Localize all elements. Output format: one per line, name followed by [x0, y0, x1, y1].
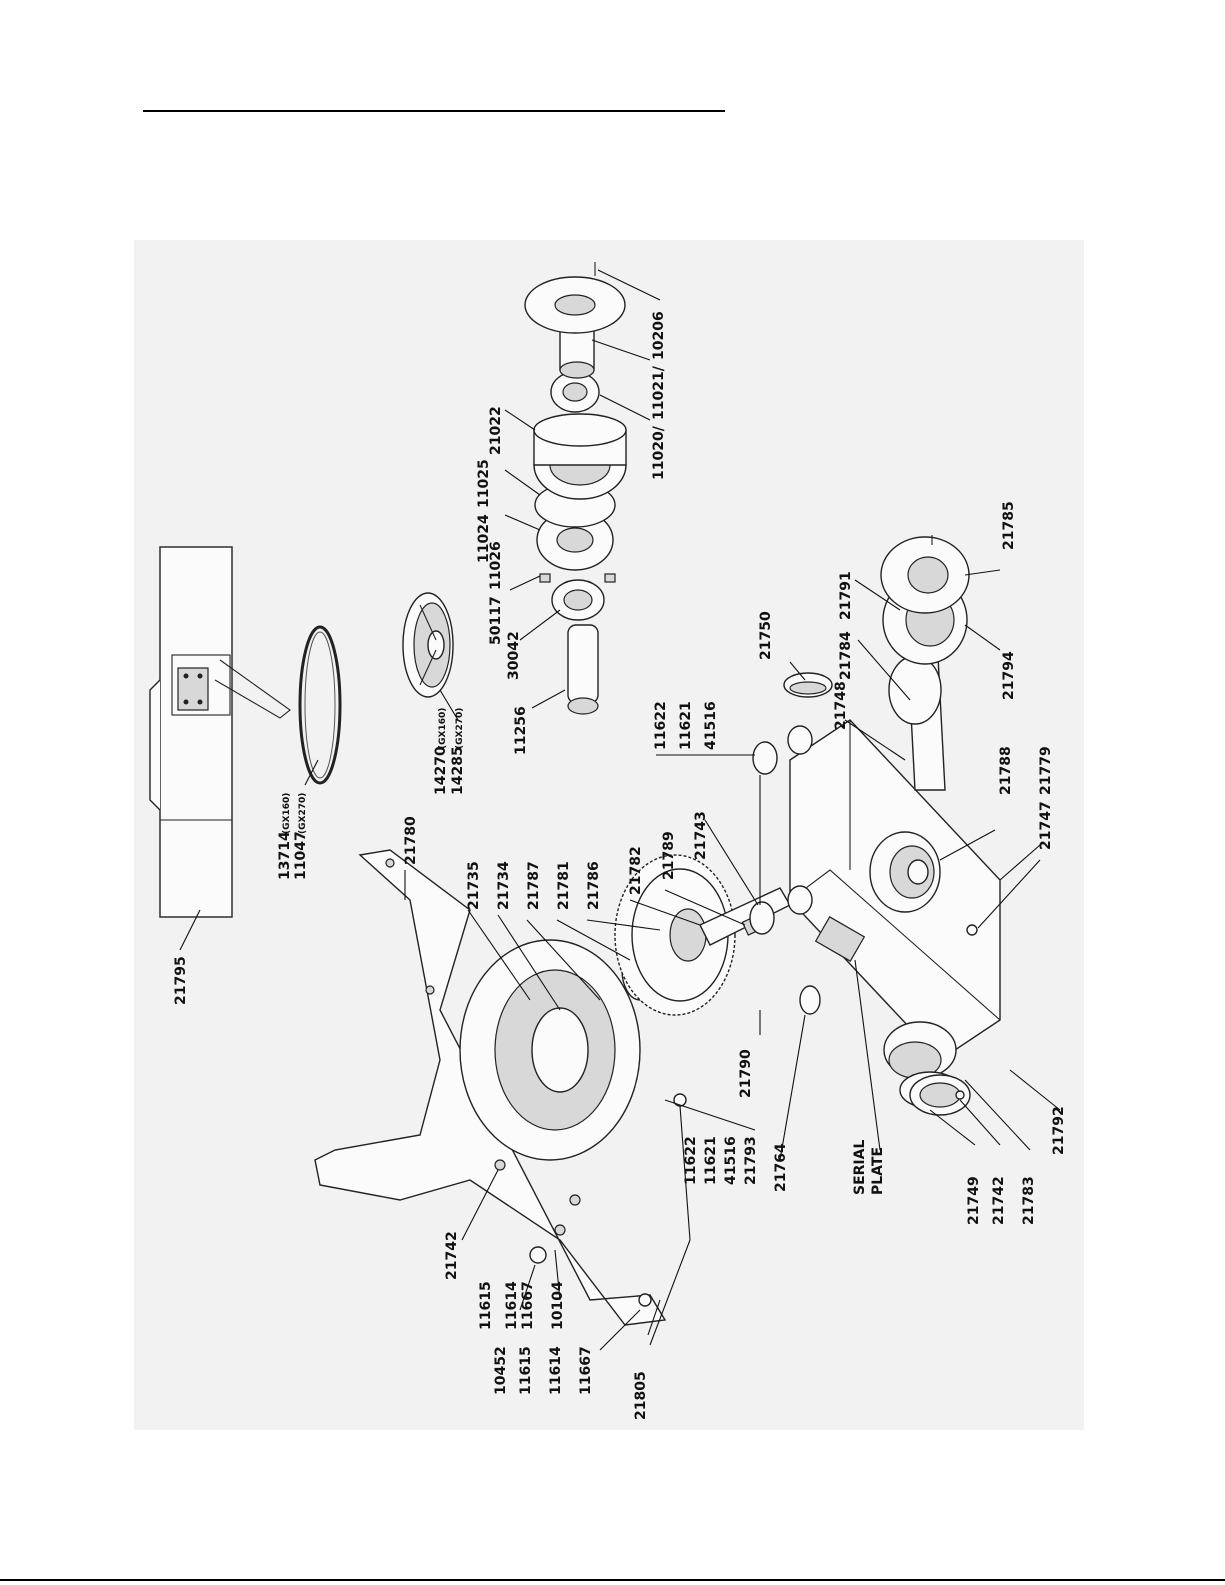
- label-11614-b: 11614: [548, 1346, 564, 1395]
- label-11622-lower: 11622: [683, 1136, 699, 1185]
- gearbox-housing: [789, 719, 1001, 1109]
- label-11615-a: 11615: [478, 1281, 494, 1330]
- mount-plate-21780: [314, 849, 667, 1326]
- header-rule: [143, 110, 725, 112]
- svg-text:13714: 13714: [277, 831, 293, 880]
- part-labels: 21795 13714 (GX160) 11047 (GX270) 14270 …: [173, 311, 1067, 1420]
- label-serial: SERIAL: [852, 1140, 868, 1195]
- label-21794: 21794: [1001, 651, 1017, 700]
- label-21743: 21743: [693, 811, 709, 860]
- label-21783: 21783: [1021, 1176, 1037, 1225]
- label-11256: 11256: [513, 706, 529, 755]
- label-21748: 21748: [833, 681, 849, 730]
- label-21791: 21791: [838, 571, 854, 620]
- label-11021: 11021/: [651, 365, 667, 420]
- label-21022: 21022: [488, 406, 504, 455]
- label-21787: 21787: [526, 861, 542, 910]
- svg-text:(GX160): (GX160): [282, 793, 292, 834]
- label-21785: 21785: [1001, 501, 1017, 550]
- label-21747: 21747: [1038, 801, 1054, 850]
- label-11047: 11047 (GX270): [293, 793, 309, 880]
- label-11615-b: 11615: [518, 1346, 534, 1395]
- label-11025: 11025: [476, 459, 492, 508]
- label-21790: 21790: [738, 1049, 754, 1098]
- fittings: [529, 725, 978, 1307]
- label-21786: 21786: [586, 861, 602, 910]
- label-10206: 10206: [651, 311, 667, 360]
- label-11622-upper: 11622: [653, 701, 669, 750]
- label-21792: 21792: [1051, 1106, 1067, 1155]
- label-21742-right: 21742: [991, 1176, 1007, 1225]
- belt-cover-21795: [149, 546, 291, 918]
- label-21734: 21734: [496, 861, 512, 910]
- label-11614-a: 11614: [504, 1281, 520, 1330]
- label-13714: 13714 (GX160): [277, 793, 293, 880]
- label-21779: 21779: [1038, 746, 1054, 795]
- label-21735: 21735: [466, 861, 482, 910]
- footer-rule: [0, 1579, 1225, 1581]
- label-21805: 21805: [633, 1371, 649, 1420]
- leader-lines: [179, 269, 1061, 1351]
- label-plate: PLATE: [870, 1147, 886, 1195]
- gear-assembly: [459, 854, 791, 1161]
- label-21784: 21784: [838, 631, 854, 680]
- label-21788: 21788: [998, 746, 1014, 795]
- label-21780: 21780: [403, 816, 419, 865]
- label-21793: 21793: [743, 1136, 759, 1185]
- clutch-stack: [524, 262, 627, 715]
- label-21789: 21789: [661, 831, 677, 880]
- label-21795: 21795: [173, 956, 189, 1005]
- label-11621-lower: 11621: [703, 1136, 719, 1185]
- label-21742-left: 21742: [444, 1231, 460, 1280]
- label-10452: 10452: [493, 1346, 509, 1395]
- label-41516-upper: 41516: [703, 701, 719, 750]
- label-21782: 21782: [628, 846, 644, 895]
- svg-text:14285: 14285: [450, 746, 466, 795]
- output-shaft: [880, 535, 970, 791]
- label-10104: 10104: [550, 1281, 566, 1330]
- seal-21750: [783, 672, 833, 698]
- drive-belt: [298, 625, 342, 785]
- svg-text:11047: 11047: [293, 831, 309, 880]
- svg-text:(GX270): (GX270): [455, 708, 465, 749]
- label-21781: 21781: [556, 861, 572, 910]
- label-21750: 21750: [758, 611, 774, 660]
- pulley: [402, 592, 454, 698]
- label-14285: 14285 (GX270): [450, 708, 466, 795]
- label-21749: 21749: [966, 1176, 982, 1225]
- label-11026: 11026: [488, 541, 504, 590]
- label-11667-a: 11667: [520, 1281, 536, 1330]
- label-30042: 30042: [506, 631, 522, 680]
- label-41516-lower: 41516: [723, 1136, 739, 1185]
- svg-text:(GX160): (GX160): [438, 708, 448, 749]
- svg-text:(GX270): (GX270): [298, 793, 308, 834]
- label-11667-b: 11667: [578, 1346, 594, 1395]
- label-11621-upper: 11621: [678, 701, 694, 750]
- label-14270: 14270 (GX160): [433, 708, 449, 795]
- label-21764: 21764: [773, 1143, 789, 1192]
- label-11024: 11024: [476, 514, 492, 563]
- label-50117: 50117: [488, 596, 504, 645]
- svg-text:14270: 14270: [433, 746, 449, 795]
- label-11020: 11020/: [651, 425, 667, 480]
